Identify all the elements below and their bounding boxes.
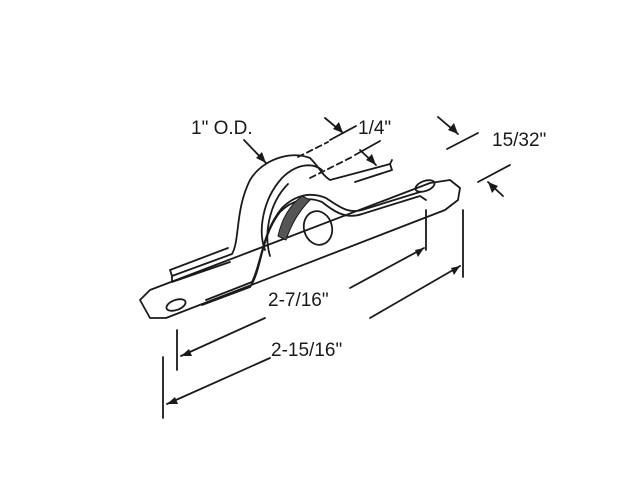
dim-wheel-width [297,117,381,179]
label-hole-spacing: 2-7/16" [268,290,329,311]
dim-bracket-width [437,116,511,197]
dim-overall-length [162,209,464,419]
dim-wheel-od [243,139,267,164]
label-wheel-width: 1/4" [358,118,392,139]
dim-hole-spacing [176,209,427,371]
label-overall-length: 2-15/16" [271,340,343,361]
base-plate [139,179,461,319]
mounting-hole-right [414,179,436,193]
label-bracket-width: 15/32" [492,130,547,151]
wheel [260,164,334,257]
wheel-tread [277,195,311,241]
bracket [169,154,427,306]
mounting-hole-left [165,298,187,312]
label-wheel-od: 1" O.D. [191,118,253,139]
axle-hole [302,210,334,246]
